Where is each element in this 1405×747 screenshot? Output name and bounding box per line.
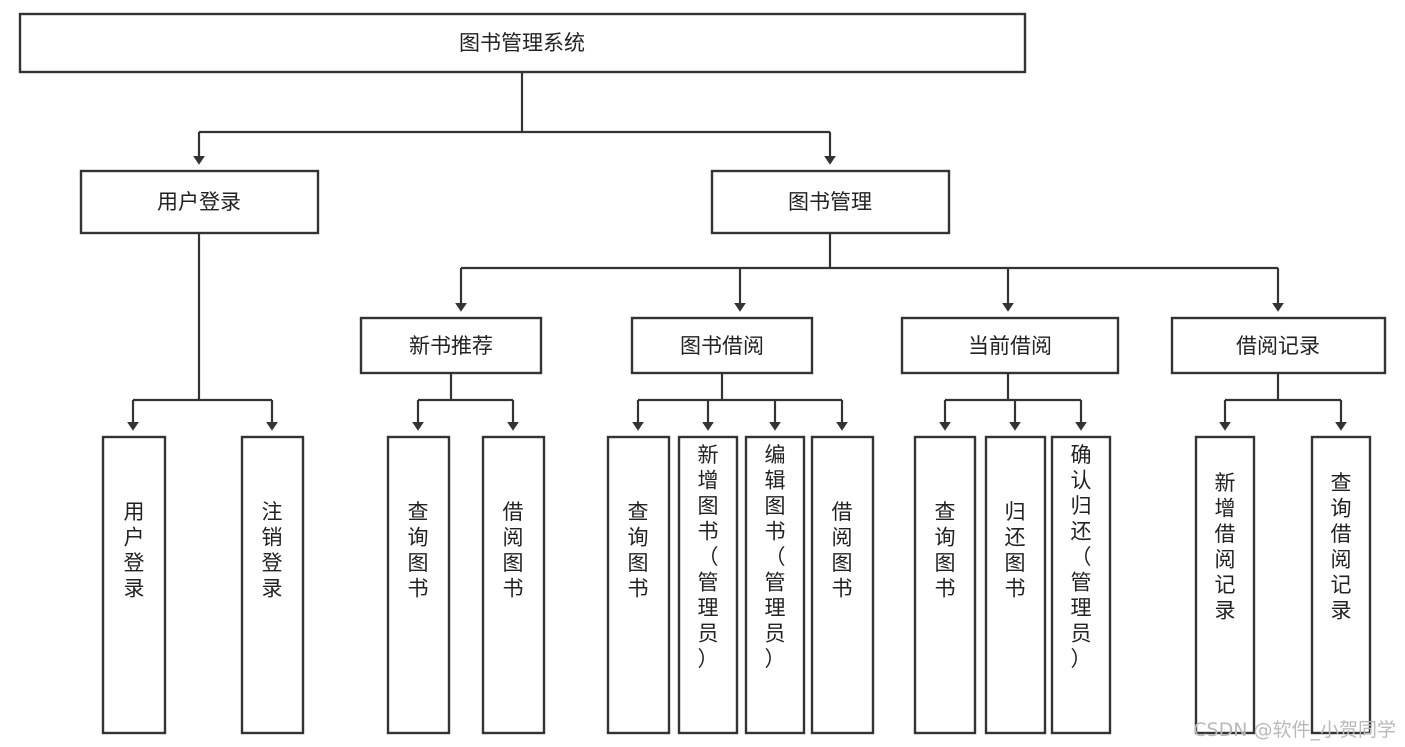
node-new-book-recommend-box[interactable]: [359, 316, 543, 375]
node-leaf-query-book-3-box[interactable]: [913, 435, 977, 735]
node-leaf-query-book-1-label: 查询图书: [408, 500, 429, 601]
node-book-borrow[interactable]: 图书借阅: [630, 316, 814, 375]
node-leaf-edit-book[interactable]: 编辑图书（管理员）: [744, 435, 806, 735]
node-root[interactable]: 图书管理系统: [18, 12, 1027, 74]
node-leaf-user-logout-label: 注销登录: [262, 500, 283, 601]
node-borrow-record-label: 借阅记录: [1236, 334, 1320, 358]
node-leaf-query-book-1[interactable]: 查询图书: [386, 435, 451, 735]
node-user-login-box[interactable]: [79, 169, 320, 235]
node-leaf-add-borrow-record-box[interactable]: [1194, 435, 1256, 735]
node-leaf-add-book[interactable]: 新增图书（管理员）: [677, 435, 739, 735]
node-leaf-user-logout[interactable]: 注销登录: [240, 435, 305, 735]
node-leaf-borrow-book-1[interactable]: 借阅图书: [481, 435, 546, 735]
node-book-management[interactable]: 图书管理: [710, 169, 951, 235]
node-leaf-query-borrow-record-box[interactable]: [1310, 435, 1372, 735]
node-leaf-add-book-label: 新增图书（管理员）: [698, 443, 719, 671]
node-leaf-user-login-label: 用户登录: [124, 500, 145, 601]
node-new-book-recommend[interactable]: 新书推荐: [359, 316, 543, 375]
node-leaf-add-borrow-record-label: 新增借阅记录: [1215, 471, 1236, 623]
node-leaf-borrow-book-2-label: 借阅图书: [832, 500, 853, 601]
node-leaf-query-book-2-box[interactable]: [606, 435, 671, 735]
node-leaf-query-book-1-box[interactable]: [386, 435, 451, 735]
node-borrow-record[interactable]: 借阅记录: [1170, 316, 1387, 375]
node-leaf-query-book-3-label: 查询图书: [935, 500, 956, 601]
node-root-label: 图书管理系统: [459, 31, 585, 55]
node-leaf-query-book-2[interactable]: 查询图书: [606, 435, 671, 735]
node-leaf-query-book-2-label: 查询图书: [628, 500, 649, 601]
node-leaf-return-book-box[interactable]: [984, 435, 1047, 735]
node-leaf-borrow-book-1-label: 借阅图书: [503, 500, 524, 601]
node-leaf-user-login-box[interactable]: [101, 435, 167, 735]
node-leaf-borrow-book-2-box[interactable]: [810, 435, 875, 735]
node-leaf-user-login[interactable]: 用户登录: [101, 435, 167, 735]
node-leaf-borrow-book-2[interactable]: 借阅图书: [810, 435, 875, 735]
node-current-borrow[interactable]: 当前借阅: [900, 316, 1120, 375]
node-leaf-add-borrow-record[interactable]: 新增借阅记录: [1194, 435, 1256, 735]
node-book-management-box[interactable]: [710, 169, 951, 235]
node-leaf-borrow-book-1-box[interactable]: [481, 435, 546, 735]
node-borrow-record-box[interactable]: [1170, 316, 1387, 375]
node-user-login[interactable]: 用户登录: [79, 169, 320, 235]
node-root-box[interactable]: [18, 12, 1027, 74]
node-new-book-recommend-label: 新书推荐: [409, 334, 493, 358]
node-leaf-user-logout-box[interactable]: [240, 435, 305, 735]
node-user-login-label: 用户登录: [157, 190, 241, 214]
node-leaf-add-book-box[interactable]: [677, 435, 739, 735]
node-leaf-query-borrow-record[interactable]: 查询借阅记录: [1310, 435, 1372, 735]
node-leaf-confirm-return-box[interactable]: [1050, 435, 1112, 735]
node-leaf-query-borrow-record-label: 查询借阅记录: [1331, 471, 1352, 623]
node-current-borrow-box[interactable]: [900, 316, 1120, 375]
node-leaf-confirm-return[interactable]: 确认归还（管理员）: [1050, 435, 1112, 735]
node-leaf-confirm-return-label: 确认归还（管理员）: [1071, 443, 1092, 671]
node-current-borrow-label: 当前借阅: [968, 334, 1052, 358]
node-book-borrow-label: 图书借阅: [680, 334, 764, 358]
node-leaf-edit-book-box[interactable]: [744, 435, 806, 735]
connector-layer: [127, 72, 1347, 431]
node-leaf-edit-book-label: 编辑图书（管理员）: [765, 443, 786, 671]
node-leaf-query-book-3[interactable]: 查询图书: [913, 435, 977, 735]
node-book-management-label: 图书管理: [788, 190, 872, 214]
node-leaf-return-book[interactable]: 归还图书: [984, 435, 1047, 735]
node-leaf-return-book-label: 归还图书: [1005, 500, 1026, 601]
watermark-text: CSDN @软件_小贺同学: [1193, 719, 1396, 741]
node-book-borrow-box[interactable]: [630, 316, 814, 375]
